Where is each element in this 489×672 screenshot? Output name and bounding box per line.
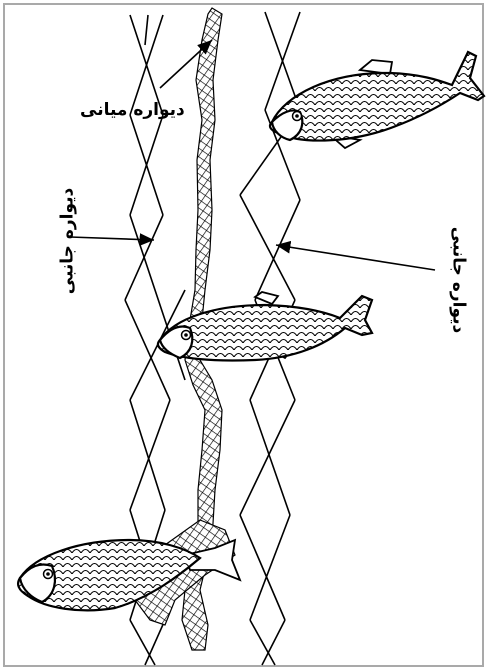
right-side-wall-label: دیواره جانبی xyxy=(448,227,468,334)
left-side-wall-label: دیواره جانبی xyxy=(57,188,77,295)
arrow-left-wall xyxy=(70,237,154,240)
middle-wall-label: دیواره میانی xyxy=(80,100,185,120)
arrow-right-wall xyxy=(276,245,435,270)
fish-middle xyxy=(158,292,372,361)
fish-top xyxy=(270,52,484,148)
fish-bottom xyxy=(18,540,240,610)
